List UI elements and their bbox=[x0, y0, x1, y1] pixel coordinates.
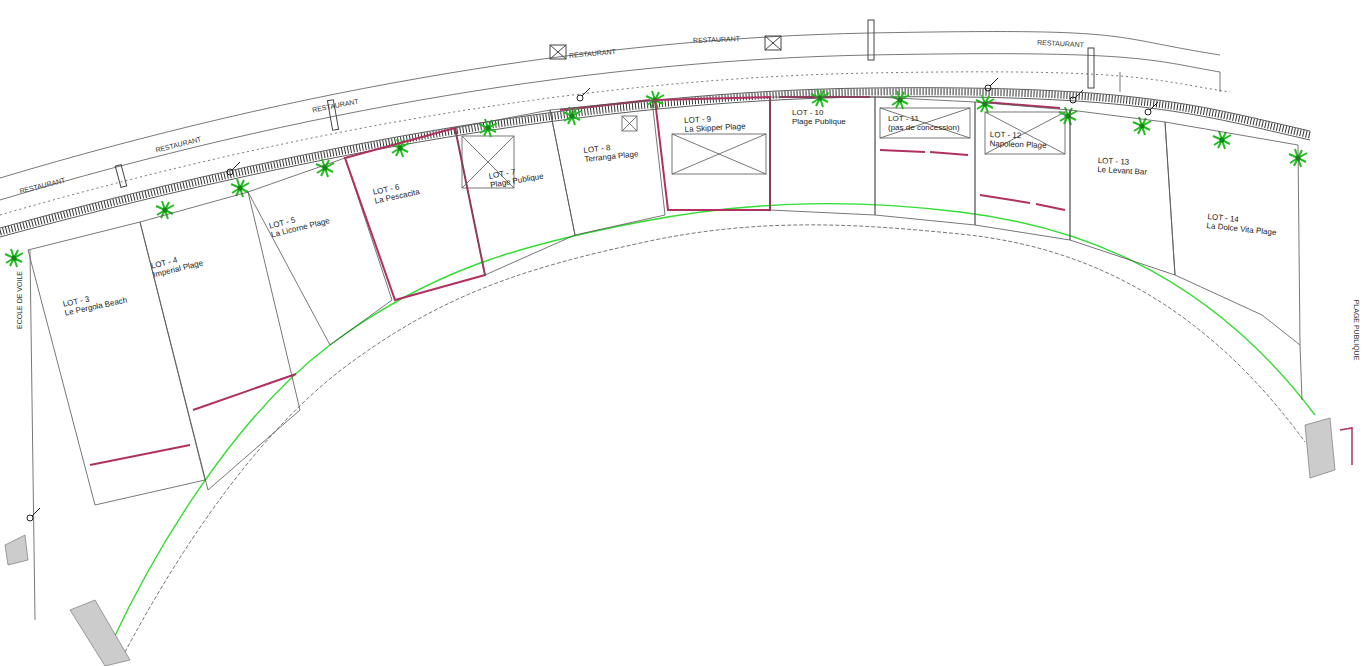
boundary-line bbox=[1300, 345, 1302, 400]
lot-name: Napoleon Plage bbox=[989, 139, 1046, 150]
tree-symbol bbox=[5, 249, 23, 267]
lot-label-group: LOT - 13Le Levant Bar bbox=[1097, 156, 1148, 177]
concession-line bbox=[90, 445, 190, 465]
area-label: PLAGE PUBLIQUE bbox=[1352, 300, 1360, 361]
jetty-line bbox=[1340, 428, 1352, 465]
beach-lot: LOT - 12Napoleon Plage bbox=[975, 102, 1070, 240]
concession-marks bbox=[90, 97, 1065, 465]
beach-lot: LOT - 9La Skipper Plage bbox=[655, 97, 770, 210]
breakwater bbox=[1305, 418, 1335, 478]
street-label: RESTAURANT bbox=[1036, 39, 1083, 49]
lot-boundary bbox=[770, 97, 875, 215]
lot-outline bbox=[655, 97, 770, 210]
lot-name: La Dolce Vita Plage bbox=[1206, 221, 1277, 237]
tree-symbol bbox=[563, 107, 581, 125]
trees bbox=[5, 89, 1307, 267]
tree-symbol bbox=[976, 95, 994, 113]
lamp-posts bbox=[27, 78, 1158, 521]
lot-name: La Skipper Plage bbox=[684, 122, 745, 134]
lot-outline bbox=[455, 110, 575, 275]
lot-label-group: LOT - 11(pas de concession) bbox=[888, 114, 960, 132]
street-edge bbox=[0, 72, 1230, 215]
beach-lot: LOT - 7Plage Publique bbox=[455, 110, 575, 275]
breakwater bbox=[5, 535, 28, 565]
lot-label-group: LOT - 6La Pescacita bbox=[372, 178, 421, 205]
lot-number: LOT - 10 bbox=[792, 108, 846, 117]
building-marks bbox=[115, 20, 1094, 187]
water-line bbox=[125, 225, 1305, 652]
beach-lot: LOT - 14La Dolce Vita Plage bbox=[1165, 122, 1300, 345]
beach-lot: LOT - 5La Licorne Plage bbox=[248, 158, 392, 345]
lot-outline bbox=[248, 158, 392, 345]
tree-symbol bbox=[891, 91, 909, 109]
crossed-boxes bbox=[462, 108, 1065, 188]
lot-outline bbox=[345, 128, 485, 300]
lot-outline bbox=[975, 102, 1070, 240]
lot-boundary bbox=[550, 100, 665, 235]
lot-boundary bbox=[248, 158, 392, 345]
lot-boundary bbox=[975, 102, 1070, 240]
lot-label-group: LOT - 4Imperial Plage bbox=[150, 250, 204, 280]
lot-number: LOT - 11 bbox=[888, 114, 960, 123]
promenade-hatch bbox=[0, 92, 1310, 232]
lot-boundary bbox=[345, 128, 485, 300]
tree-symbol bbox=[316, 159, 334, 177]
lot-name: Plage Publique bbox=[792, 117, 846, 126]
lot-label-group: LOT - 5La Licorne Plage bbox=[268, 207, 331, 239]
street-edge bbox=[0, 54, 1220, 200]
beach-lot: LOT - 6La Pescacita bbox=[345, 128, 485, 300]
lot-boundary bbox=[1070, 110, 1175, 275]
lot-boundary bbox=[1165, 122, 1300, 345]
lot-name: Le Levant Bar bbox=[1097, 165, 1147, 177]
lot-boundary bbox=[655, 97, 770, 210]
boundary-lines bbox=[30, 250, 1302, 620]
lot-name: (pas de concession) bbox=[888, 123, 960, 132]
tree-symbol bbox=[156, 201, 174, 219]
tree-symbol bbox=[811, 89, 829, 107]
street-label: RESTAURANT bbox=[18, 176, 65, 195]
concession-line bbox=[193, 374, 296, 410]
lot-outline bbox=[1165, 122, 1300, 345]
area-label: ECOLE DE VOILE bbox=[16, 271, 24, 329]
beach-lot: LOT - 10Plage Publique bbox=[770, 97, 875, 215]
beach-lot: LOT - 13Le Levant Bar bbox=[1070, 110, 1175, 275]
promenade-edge bbox=[0, 88, 1310, 228]
breakwater bbox=[70, 600, 130, 666]
breakwaters bbox=[5, 418, 1352, 666]
promenade bbox=[0, 88, 1310, 237]
street-label: RESTAURANT bbox=[692, 35, 739, 45]
promenade-edge bbox=[0, 97, 1310, 237]
street-label: RESTAURANT bbox=[311, 98, 359, 115]
concession-line bbox=[880, 150, 968, 155]
lot-label-group: LOT - 8Terranga Plage bbox=[583, 140, 639, 164]
lot-outline bbox=[550, 100, 665, 235]
lot-outline bbox=[1070, 110, 1175, 275]
street-label: RESTAURANT bbox=[568, 48, 615, 60]
lot-label-group: LOT - 14La Dolce Vita Plage bbox=[1206, 212, 1278, 237]
lot-label-group: LOT - 7Plage Publique bbox=[488, 163, 544, 190]
street-label: RESTAURANT bbox=[154, 135, 201, 154]
lot-boundary bbox=[455, 110, 575, 275]
lot-boundary bbox=[875, 97, 975, 225]
lot-boundary bbox=[28, 222, 205, 505]
street-edge bbox=[1120, 72, 1220, 92]
beach-lot: LOT - 8Terranga Plage bbox=[550, 100, 665, 235]
lot-label-group: LOT - 12Napoleon Plage bbox=[989, 130, 1047, 150]
street-edge bbox=[0, 32, 1220, 178]
concession-line bbox=[980, 195, 1065, 210]
tree-symbol bbox=[1213, 131, 1231, 149]
beach-lot: LOT - 11(pas de concession) bbox=[875, 97, 975, 225]
shoreline bbox=[112, 204, 1315, 642]
lot-label-group: LOT - 9La Skipper Plage bbox=[684, 113, 746, 134]
lot-label-group: LOT - 10Plage Publique bbox=[792, 108, 846, 126]
boundary-line bbox=[30, 250, 35, 620]
lot-label-group: LOT - 3Le Pergola Beach bbox=[62, 287, 128, 318]
